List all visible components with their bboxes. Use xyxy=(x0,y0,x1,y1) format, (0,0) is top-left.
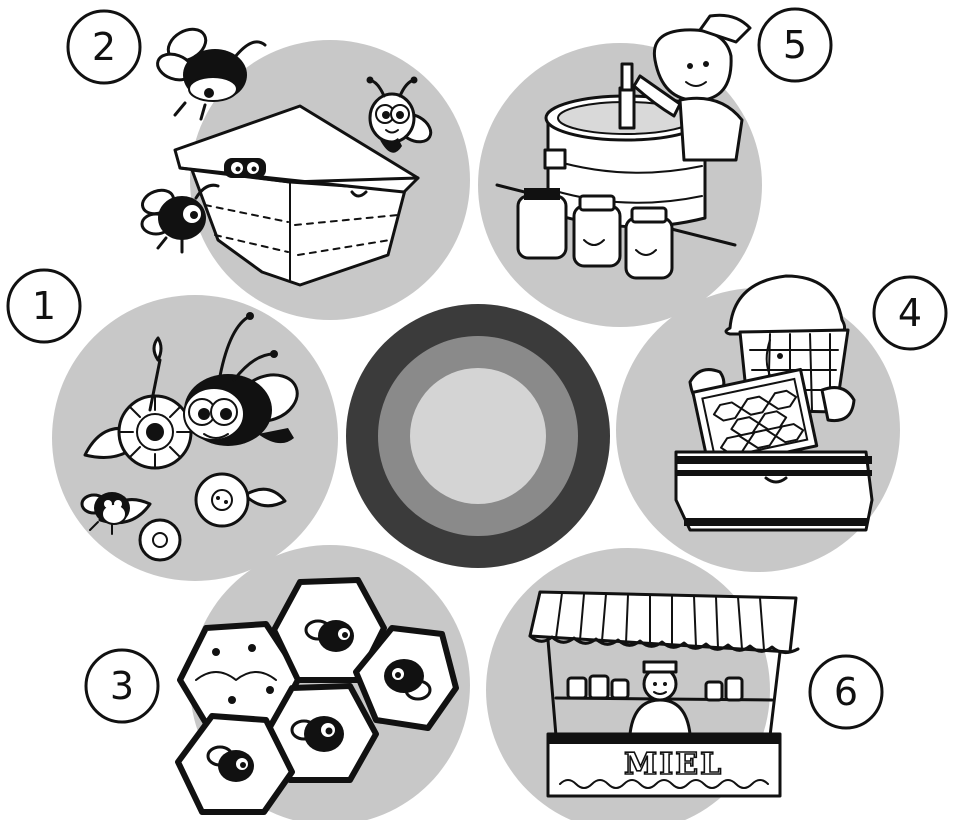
honey-jar-icon xyxy=(626,208,672,278)
step-number-4: 4 xyxy=(874,277,946,349)
step-number-5: 5 xyxy=(759,9,831,81)
daisy-icon xyxy=(140,520,180,560)
sunflower-icon xyxy=(119,396,191,468)
step-number-2: 2 xyxy=(68,11,140,83)
step-number-1-label: 1 xyxy=(32,284,56,328)
center-ring-inner xyxy=(410,368,546,504)
step-number-6: 6 xyxy=(810,656,882,728)
honey-jar-icon xyxy=(726,678,742,700)
stall-sign-text: MIEL xyxy=(624,747,723,782)
honey-jar-icon xyxy=(612,680,628,698)
honey-jar-icon xyxy=(706,682,722,700)
step-number-1: 1 xyxy=(8,270,80,342)
honey-jar-icon xyxy=(590,676,608,698)
hive-entrance xyxy=(224,158,266,178)
honey-jar-icon xyxy=(574,196,620,266)
beekeeper-hat xyxy=(726,276,845,334)
honey-jar-icon xyxy=(518,188,566,258)
step-number-2-label: 2 xyxy=(92,25,116,69)
step-number-4-label: 4 xyxy=(898,291,922,335)
step-number-3: 3 xyxy=(86,650,158,722)
step-number-3-label: 3 xyxy=(110,664,134,708)
daisy-icon xyxy=(196,474,248,526)
center-target xyxy=(346,304,610,568)
honey-jar-icon xyxy=(568,678,586,698)
step-number-5-label: 5 xyxy=(783,23,807,67)
step-number-6-label: 6 xyxy=(834,670,858,714)
